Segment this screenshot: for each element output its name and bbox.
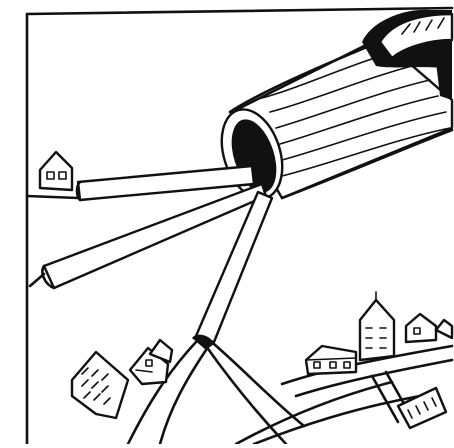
house-left-icon (40, 152, 72, 190)
apartment-building-icon (72, 352, 128, 418)
low-building-icon (398, 388, 446, 428)
roads (128, 342, 452, 444)
house-cluster-icon (130, 340, 172, 384)
left-ground-line (27, 196, 78, 198)
tower-block-icon (360, 292, 394, 360)
row-houses-icon (306, 346, 356, 374)
branch-cable-house (77, 166, 254, 200)
small-buildings-icon (406, 314, 452, 342)
